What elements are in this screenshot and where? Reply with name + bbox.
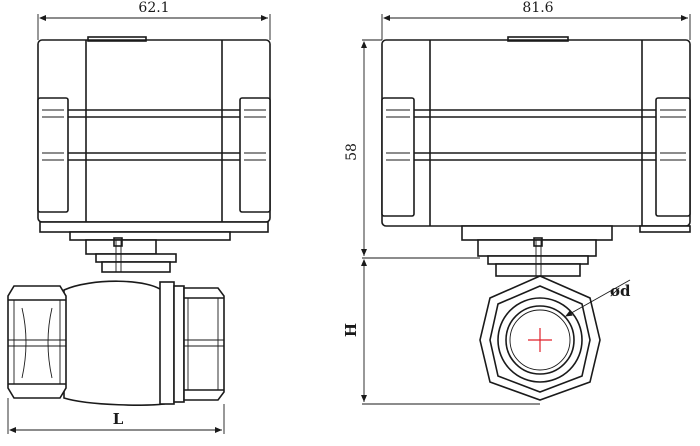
side-valve-hex-end (479, 275, 601, 401)
port-diameter-label: ød (610, 282, 631, 300)
side-bracket (461, 225, 613, 277)
valve-length-dimension: L (7, 398, 225, 434)
side-width-label: 81.6 (522, 0, 553, 16)
front-width-label: 62.1 (138, 0, 169, 16)
side-actuator-housing (381, 36, 691, 233)
height-dimensions: 58 H (342, 39, 540, 405)
side-width-dimension: 81.6 (381, 0, 691, 40)
total-height-label: H (342, 323, 360, 337)
valve-length-label: L (113, 410, 124, 428)
side-view: 81.6 (342, 0, 691, 405)
front-actuator-housing (37, 36, 271, 223)
front-width-dimension: 62.1 (37, 0, 271, 40)
front-view: 62.1 (7, 0, 271, 434)
actuator-height-label: 58 (344, 143, 360, 161)
port-diameter-leader: ød (565, 279, 631, 317)
front-bracket (39, 221, 269, 273)
front-valve-body (7, 280, 225, 406)
